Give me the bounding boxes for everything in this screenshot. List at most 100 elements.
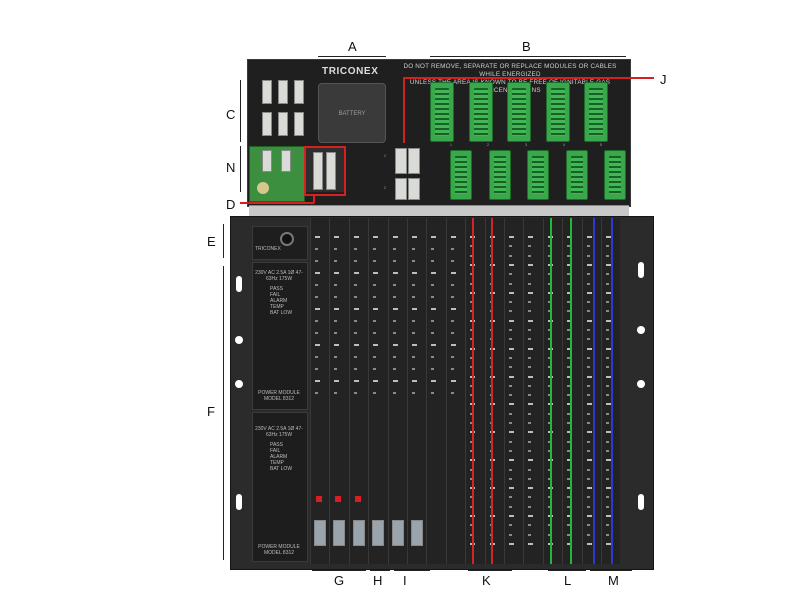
status-led xyxy=(373,284,377,286)
db-connector xyxy=(411,520,423,546)
module-slot xyxy=(542,218,563,564)
status-led xyxy=(567,263,573,266)
status-led xyxy=(470,329,474,331)
status-led xyxy=(606,505,609,508)
status-led xyxy=(606,394,609,397)
status-led xyxy=(431,308,437,310)
db-connector xyxy=(352,520,365,546)
status-led xyxy=(509,542,514,545)
status-led xyxy=(412,284,415,286)
status-led xyxy=(586,254,590,257)
status-led xyxy=(509,310,512,313)
status-led xyxy=(431,380,437,382)
status-led xyxy=(412,272,417,274)
mount-slot xyxy=(638,262,644,278)
status-led xyxy=(528,384,532,387)
module-slot xyxy=(329,218,349,564)
status-led xyxy=(431,248,435,250)
status-led xyxy=(586,533,590,536)
callout-j: J xyxy=(660,72,667,87)
status-led xyxy=(334,320,338,322)
status-led xyxy=(412,296,415,298)
status-led xyxy=(431,260,435,262)
status-led xyxy=(334,260,338,262)
callout-e: E xyxy=(207,234,216,249)
comm-port xyxy=(294,80,304,104)
status-led xyxy=(586,422,590,424)
status-led xyxy=(606,310,609,313)
status-led xyxy=(412,380,417,382)
k-stripe xyxy=(472,218,474,564)
status-led xyxy=(528,375,534,378)
status-led xyxy=(528,319,534,322)
callout-g: G xyxy=(334,573,345,588)
status-led xyxy=(392,284,396,286)
status-led xyxy=(509,384,512,387)
status-led xyxy=(606,375,611,378)
module-slot xyxy=(504,218,524,564)
status-led xyxy=(470,301,474,304)
status-leds-bottom: PASS FAIL ALARM TEMP BAT LOW xyxy=(270,442,304,472)
status-led xyxy=(509,254,512,257)
status-led xyxy=(470,366,474,369)
status-led xyxy=(509,524,512,527)
status-led xyxy=(470,422,474,424)
module-slot xyxy=(368,218,388,564)
status-led xyxy=(392,272,398,274)
status-led xyxy=(334,284,338,286)
status-led xyxy=(606,245,609,248)
status-led xyxy=(450,296,454,298)
status-led xyxy=(606,301,609,304)
status-led xyxy=(528,515,534,517)
status-led xyxy=(315,344,320,346)
status-led xyxy=(450,320,454,322)
status-led xyxy=(586,459,592,462)
module-slot xyxy=(387,218,407,564)
status-led xyxy=(528,338,532,341)
status-led xyxy=(334,392,338,394)
status-led xyxy=(567,375,573,378)
status-led xyxy=(450,344,456,346)
status-led xyxy=(334,296,338,298)
status-led xyxy=(606,449,609,452)
status-led xyxy=(586,375,592,378)
status-led xyxy=(470,273,474,276)
status-led xyxy=(509,533,512,536)
status-led xyxy=(315,332,318,334)
status-led xyxy=(450,248,454,250)
status-led xyxy=(567,440,571,443)
status-led xyxy=(353,260,357,262)
status-led xyxy=(470,394,474,397)
mount-slot xyxy=(638,494,644,510)
status-led xyxy=(586,273,590,276)
status-led xyxy=(547,477,551,480)
status-led xyxy=(450,332,454,334)
status-led xyxy=(567,422,571,424)
status-led xyxy=(606,329,609,331)
status-led xyxy=(431,272,437,274)
status-led xyxy=(431,320,435,322)
db-connector xyxy=(333,520,346,546)
module-slot xyxy=(445,218,466,564)
status-led xyxy=(353,248,357,250)
callout-n: N xyxy=(226,160,236,175)
status-led xyxy=(509,273,512,276)
status-led xyxy=(509,449,512,452)
status-led xyxy=(606,254,609,257)
status-led xyxy=(334,272,340,274)
status-led xyxy=(586,282,590,285)
status-led xyxy=(353,356,357,358)
status-led xyxy=(528,422,532,424)
led-pass: PASS xyxy=(270,442,283,448)
status-led xyxy=(528,236,534,238)
mount-hole xyxy=(235,336,243,344)
status-led xyxy=(586,263,592,266)
status-led xyxy=(509,338,512,341)
mount-hole xyxy=(235,380,243,388)
j-pointer-line xyxy=(404,77,654,79)
bracket-f xyxy=(223,266,224,560)
status-led xyxy=(606,273,609,276)
callout-c: C xyxy=(226,107,236,122)
status-led xyxy=(334,380,340,382)
status-led xyxy=(586,496,590,499)
